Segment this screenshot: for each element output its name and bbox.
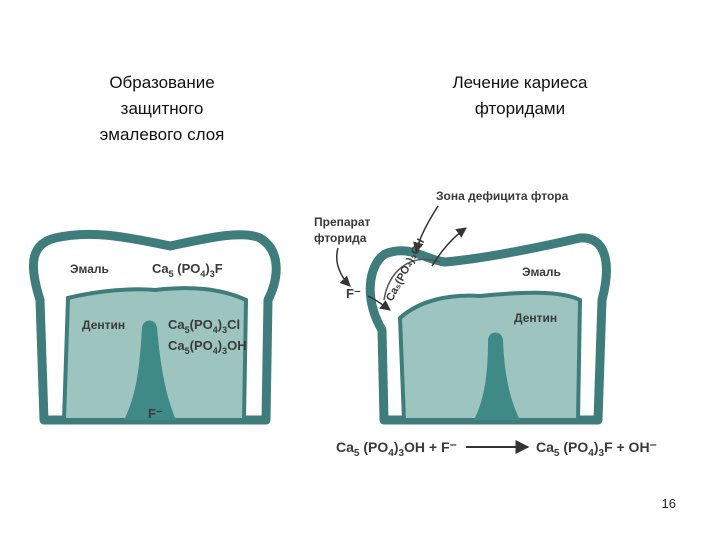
equation-right: Ca5 (PO4)3F + OH⁻	[536, 439, 657, 459]
title-right: Лечение кариеса фторидами	[452, 73, 588, 118]
left-enamel-formula: Ca5 (PO4)3F	[152, 261, 223, 279]
page-number: 16	[661, 496, 676, 511]
right-enamel-label: Эмаль	[522, 265, 561, 279]
arrow-oh-out	[431, 227, 467, 267]
deficit-zone-label: Зона дефицита фтора	[436, 189, 569, 203]
right-tooth-pulp	[474, 332, 520, 420]
left-fluoride-label: F⁻	[148, 406, 163, 421]
equation-left: Ca5 (PO4)3OH + F⁻	[336, 439, 457, 459]
left-dentin-label: Дентин	[82, 318, 125, 332]
left-tooth-pulp	[124, 320, 176, 420]
right-dentin-label: Дентин	[514, 311, 557, 325]
preparation-label-line1: Препарат	[314, 215, 371, 229]
right-fluoride-label: F⁻	[346, 286, 361, 301]
left-tooth: Эмаль Ca5 (PO4)3F Дентин Ca5(PO4)3Cl Ca5…	[28, 229, 281, 425]
reaction-equation: Ca5 (PO4)3OH + F⁻ Ca5 (PO4)3F + OH⁻	[336, 439, 657, 459]
right-tooth: Препарат фторида Зона дефицита фтора F⁻ …	[314, 189, 611, 425]
preparation-label-line2: фторида	[314, 231, 367, 245]
deficit-zone-outline	[383, 258, 441, 301]
arrow-fluoride	[367, 295, 391, 311]
formula-oh: Ca5(PO4)3OH	[168, 338, 247, 356]
formula-cl: Ca5(PO4)3Cl	[168, 317, 240, 335]
title-left: Образование защитного эмалевого слоя	[99, 73, 225, 144]
arrow-preparation	[336, 247, 351, 287]
arrow-deficit-zone	[413, 205, 439, 254]
left-enamel-label: Эмаль	[70, 262, 109, 276]
